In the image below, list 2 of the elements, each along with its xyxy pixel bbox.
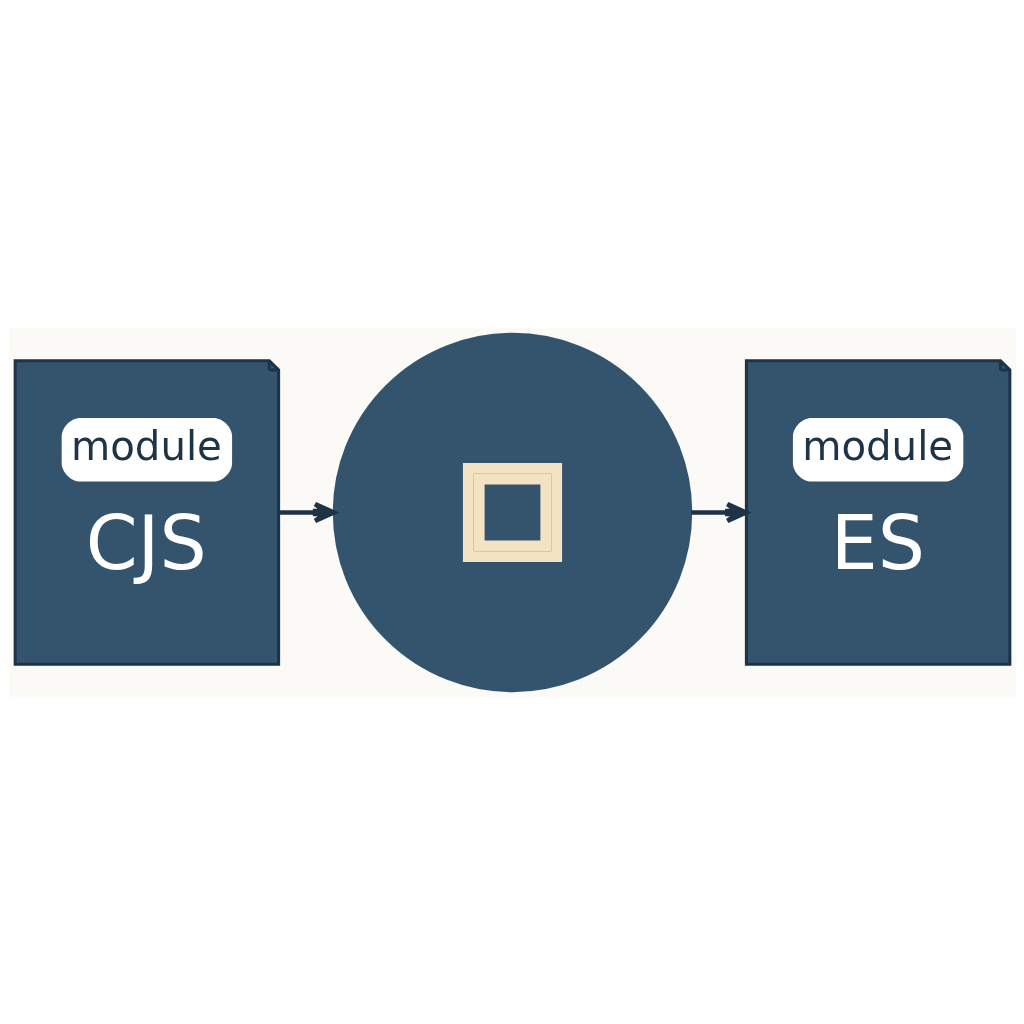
node-circle xyxy=(332,332,692,692)
arrow xyxy=(278,501,336,523)
